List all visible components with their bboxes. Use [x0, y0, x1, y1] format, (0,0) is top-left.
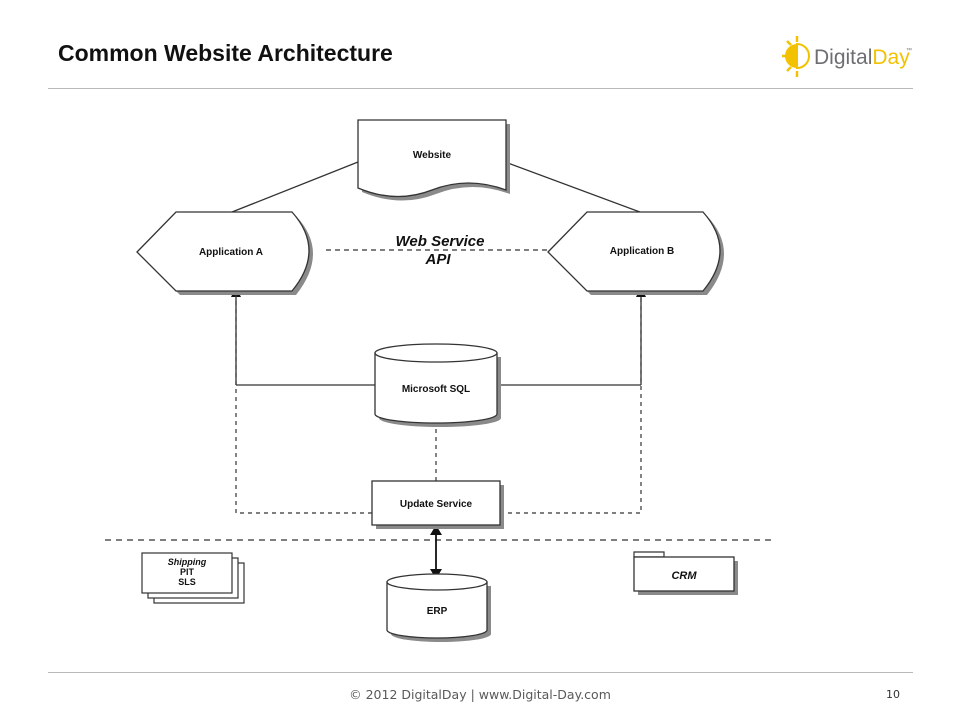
application-b-label: Application B	[610, 246, 674, 257]
page-number: 10	[886, 688, 900, 701]
api-label-line1: Web Service	[396, 233, 485, 250]
microsoft-sql-label: Microsoft SQL	[402, 384, 470, 395]
footer-divider	[48, 672, 913, 673]
logo-text-digital: Digital	[814, 46, 872, 69]
digitalday-logo: DigitalDay ™	[782, 36, 912, 77]
shipping-label: Shipping	[168, 557, 207, 567]
node-update-service: Update Service	[371, 480, 504, 529]
update-service-label: Update Service	[400, 499, 473, 510]
sls-label: SLS	[178, 577, 196, 587]
logo-text-day: Day	[872, 46, 910, 69]
pit-label: PIT	[180, 567, 195, 577]
node-shipping: Shipping PIT SLS	[141, 552, 245, 604]
update-to-app-b-dashed	[500, 292, 642, 514]
slide-title: Common Website Architecture	[58, 40, 393, 66]
node-crm: CRM	[633, 551, 738, 595]
erp-label: ERP	[427, 606, 448, 617]
node-microsoft-sql: Microsoft SQL	[374, 343, 501, 427]
connector-website-app-b	[504, 161, 641, 213]
header-divider	[48, 88, 913, 89]
sun-bulb-icon	[782, 36, 810, 77]
crm-label: CRM	[671, 570, 697, 582]
api-label-line2: API	[424, 251, 451, 268]
footer-copyright: © 2012 DigitalDay | www.Digital-Day.com	[349, 687, 611, 702]
arrow-up-icon	[430, 525, 442, 535]
node-erp: ERP	[386, 573, 491, 642]
logo-trademark: ™	[906, 47, 912, 54]
node-website: Website	[357, 119, 510, 201]
update-to-app-a-dashed	[235, 292, 372, 514]
website-label: Website	[413, 150, 452, 161]
application-a-label: Application A	[199, 247, 263, 258]
node-application-a: Application A	[136, 211, 313, 295]
node-application-b: Application B	[547, 211, 724, 295]
svg-text:DigitalDay: DigitalDay	[814, 46, 910, 69]
connector-website-app-a	[231, 161, 359, 213]
